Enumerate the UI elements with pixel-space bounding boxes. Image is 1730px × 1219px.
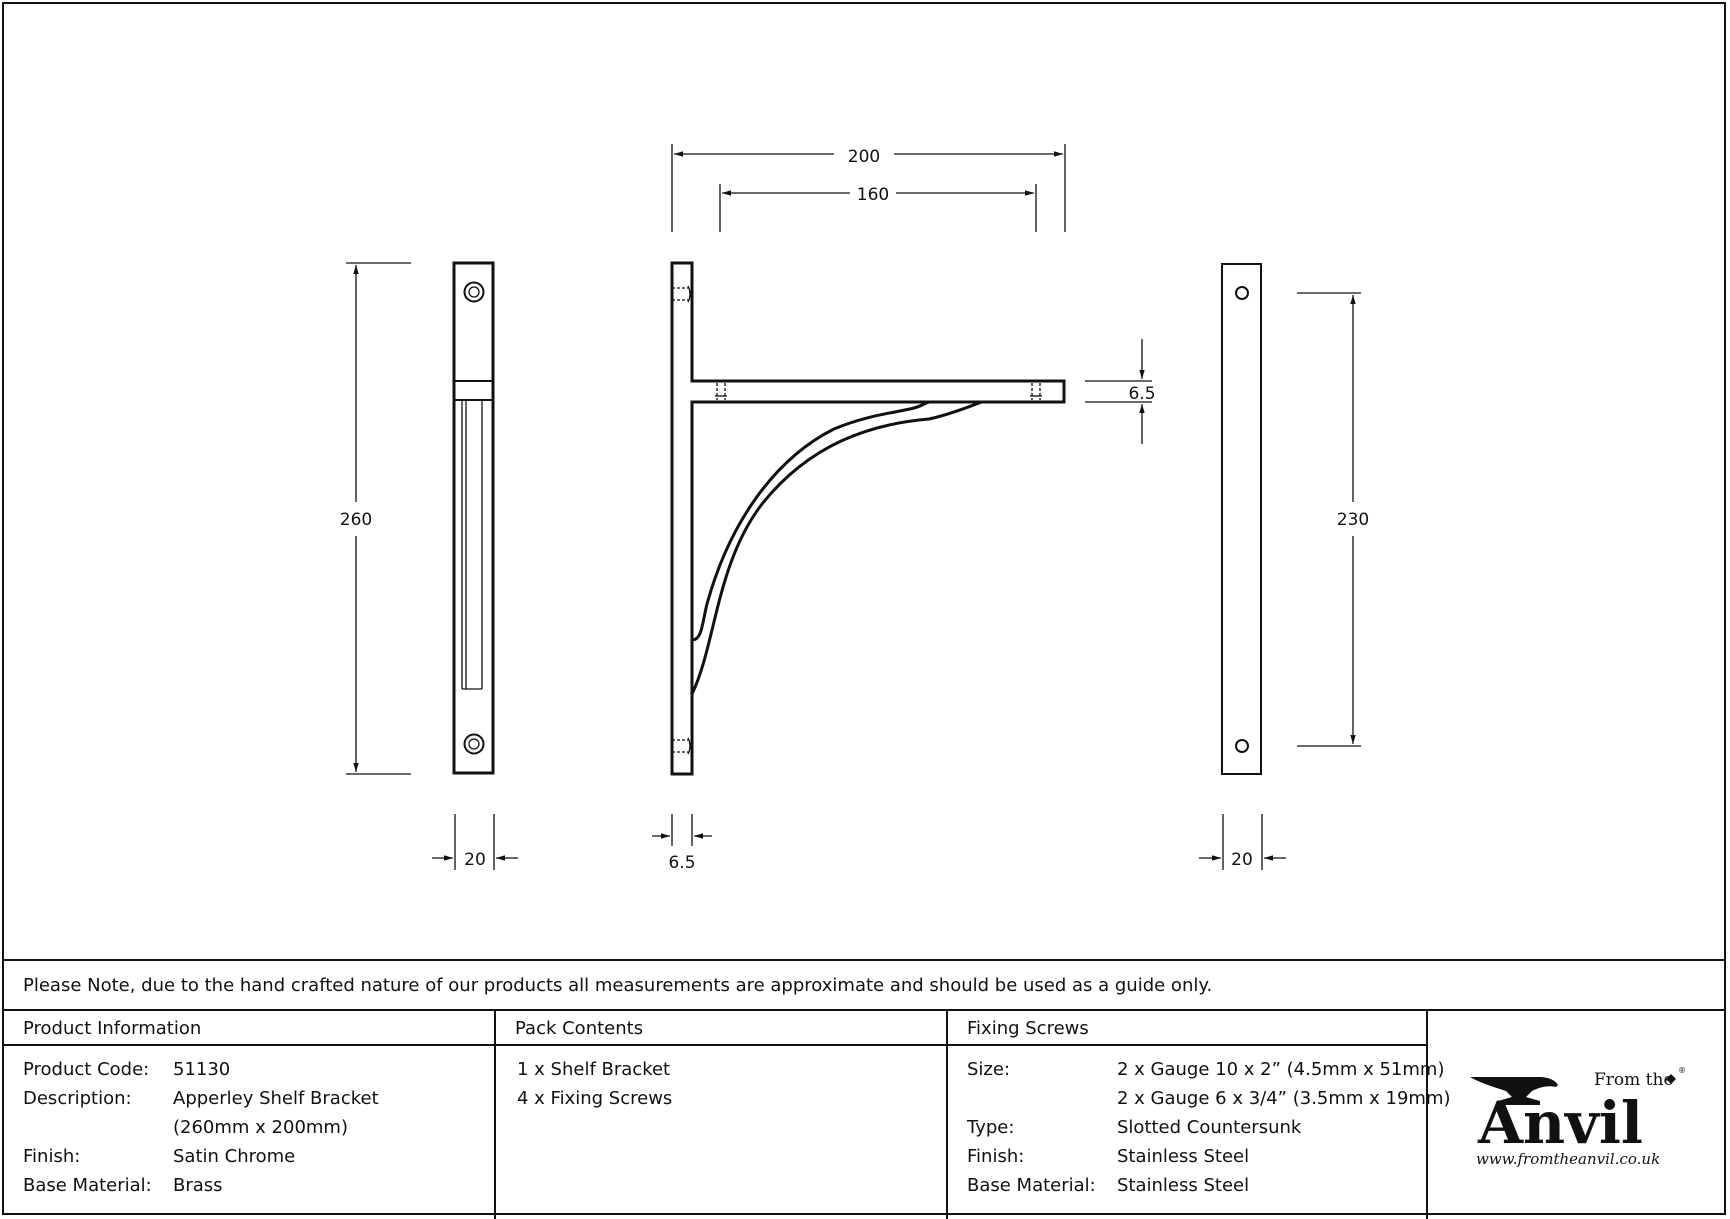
screw-row-finish: Finish:Stainless Steel bbox=[967, 1146, 1250, 1167]
back-top-hole-icon bbox=[1235, 286, 1249, 300]
product-information-heading: Product Information bbox=[4, 1011, 494, 1046]
logo-url: www.fromtheanvil.co.uk bbox=[1476, 1150, 1660, 1168]
dimension-overall-depth: 200 bbox=[671, 144, 1066, 232]
anvil-icon bbox=[1470, 1077, 1558, 1105]
pack-item: 1 x Shelf Bracket bbox=[517, 1059, 671, 1080]
bottom-screw-hole-icon bbox=[463, 733, 485, 755]
measurement-note: Please Note, due to the hand crafted nat… bbox=[4, 959, 1724, 1011]
dimension-total-height: 260 bbox=[340, 262, 411, 775]
dimension-left-width-label: 20 bbox=[464, 850, 486, 870]
product-size: (260mm x 200mm) bbox=[173, 1117, 348, 1138]
top-screw-hole-icon bbox=[463, 281, 485, 303]
dimension-hole-spacing-top-label: 160 bbox=[857, 185, 889, 205]
front-view-outline bbox=[452, 261, 495, 775]
info-row-code: Product Code:51130 bbox=[23, 1057, 494, 1086]
logo-brand: Anvil bbox=[1477, 1089, 1643, 1157]
info-row-finish: Finish:Satin Chrome bbox=[23, 1144, 494, 1173]
diamond-icon bbox=[1666, 1074, 1676, 1084]
support-curve-outer bbox=[690, 400, 983, 695]
pack-contents-panel: Pack Contents 1 x Shelf Bracket 4 x Fixi… bbox=[496, 1011, 948, 1219]
fixing-screws-heading: Fixing Screws bbox=[948, 1011, 1426, 1046]
dimension-left-width: 20 bbox=[432, 814, 518, 870]
back-bottom-hole-icon bbox=[1235, 739, 1249, 753]
dimension-right-width-label: 20 bbox=[1231, 850, 1253, 870]
bottom-screw-hole-inner bbox=[468, 738, 480, 750]
dimension-hole-spacing-side: 230 bbox=[1297, 292, 1369, 747]
pack-item: 4 x Fixing Screws bbox=[517, 1088, 673, 1109]
screw-row-material: Base Material:Stainless Steel bbox=[967, 1175, 1250, 1196]
technical-drawing: 260 20 bbox=[340, 144, 1369, 873]
dimension-hole-spacing-top: 160 bbox=[719, 184, 1037, 232]
product-information-panel: Product Information Product Code:51130 D… bbox=[4, 1011, 496, 1219]
product-description: Apperley Shelf Bracket bbox=[173, 1088, 379, 1109]
dimension-upright-thickness: 6.5 bbox=[652, 814, 712, 873]
dimension-arm-thickness: 6.5 bbox=[1085, 339, 1156, 444]
info-row-description: Description:Apperley Shelf Bracket bbox=[23, 1086, 494, 1115]
dimension-upright-thickness-label: 6.5 bbox=[668, 853, 695, 873]
fixing-screws-panel: Fixing Screws Size:2 x Gauge 10 x 2” (4.… bbox=[948, 1011, 1451, 1219]
product-code: 51130 bbox=[173, 1059, 231, 1080]
product-material: Brass bbox=[173, 1175, 223, 1196]
pack-contents-heading: Pack Contents bbox=[496, 1011, 946, 1046]
support-curve-inner bbox=[691, 400, 931, 642]
top-screw-hole-inner bbox=[468, 286, 480, 298]
back-view bbox=[1221, 263, 1262, 775]
anvil-logo: From the ® Anvil www.fromtheanvil.co.uk bbox=[1470, 1066, 1686, 1168]
side-view bbox=[670, 261, 1066, 776]
info-row-size: (260mm x 200mm) bbox=[23, 1115, 494, 1144]
dimension-arm-thickness-label: 6.5 bbox=[1128, 384, 1155, 404]
screw-row-type: Type:Slotted Countersunk bbox=[967, 1117, 1302, 1138]
product-finish: Satin Chrome bbox=[173, 1146, 296, 1167]
registered-mark: ® bbox=[1678, 1066, 1686, 1075]
side-view-outline bbox=[670, 261, 1066, 776]
back-view-outline bbox=[1221, 263, 1262, 775]
screw-row-size: Size:2 x Gauge 10 x 2” (4.5mm x 51mm) bbox=[967, 1059, 1445, 1080]
screw-row-size-2: 2 x Gauge 6 x 3/4” (3.5mm x 19mm) bbox=[1117, 1088, 1451, 1109]
dimension-right-width: 20 bbox=[1199, 814, 1286, 870]
dimension-overall-depth-label: 200 bbox=[848, 147, 880, 167]
info-row-material: Base Material:Brass bbox=[23, 1173, 494, 1202]
brand-logo-panel: From the ® Anvil www.fromtheanvil.co.uk bbox=[1428, 1011, 1724, 1219]
front-view bbox=[452, 261, 495, 775]
dimension-total-height-label: 260 bbox=[340, 510, 372, 530]
logo-from-the: From the bbox=[1594, 1070, 1674, 1090]
dimension-hole-spacing-side-label: 230 bbox=[1337, 510, 1369, 530]
